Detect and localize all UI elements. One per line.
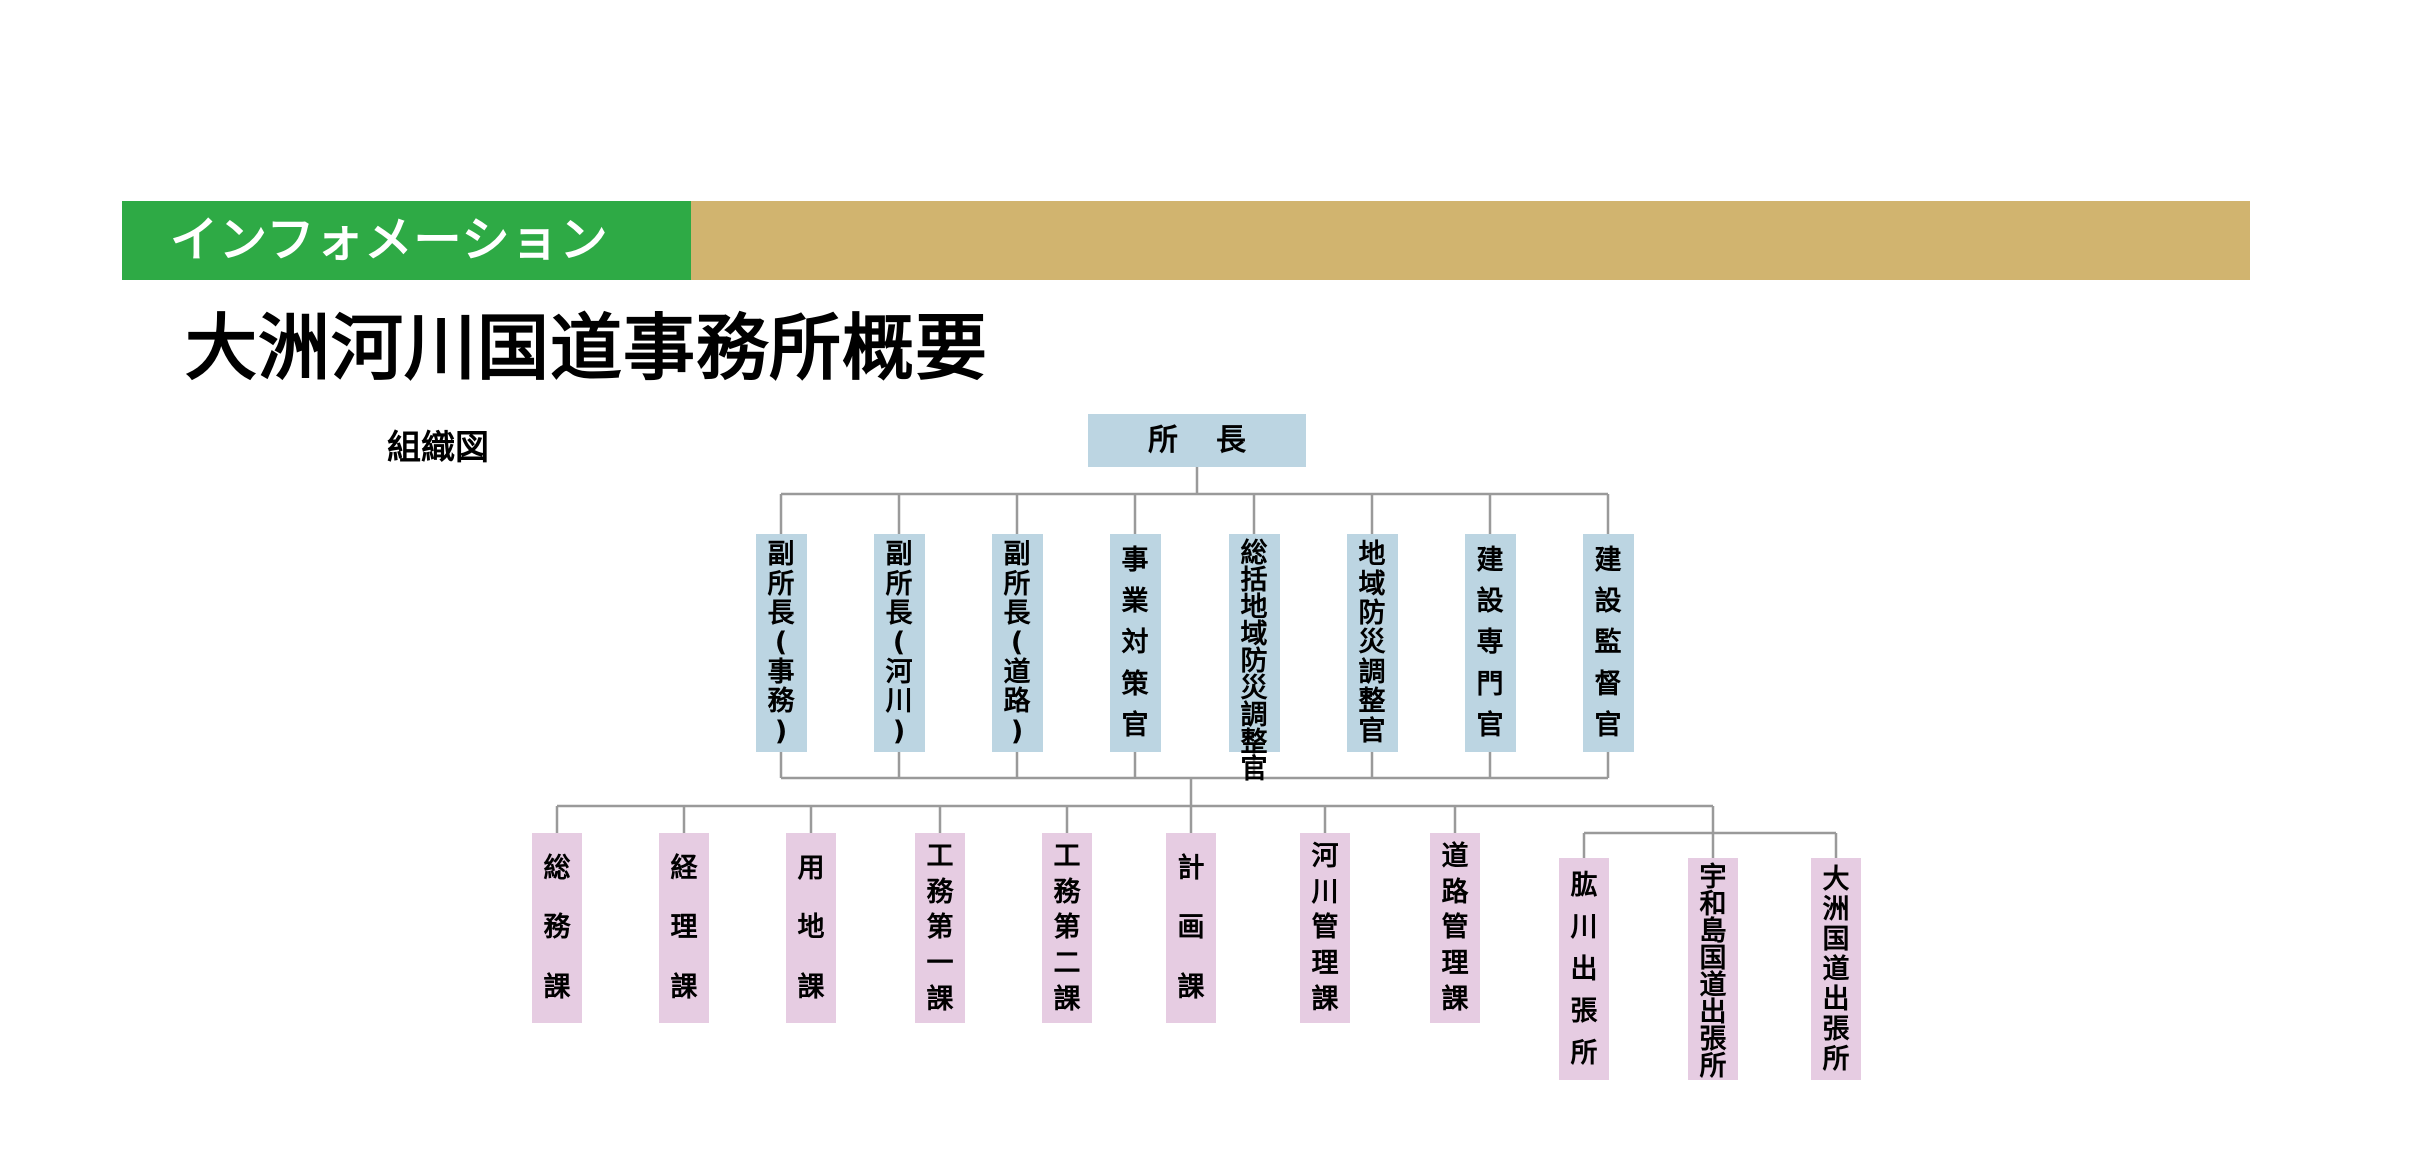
org-box-level1: 副所長(事務) <box>755 534 807 752</box>
information-tag: インフォメーション <box>122 201 691 280</box>
org-box-level1: 事業対策官 <box>1109 534 1161 752</box>
org-box-level2: 総務課 <box>532 833 582 1023</box>
org-box-root: 所長 <box>1088 414 1306 467</box>
org-box-level2: 河川管理課 <box>1300 833 1350 1023</box>
org-box-level2: 宇和島国道出張所 <box>1688 858 1738 1080</box>
org-box-level2: 道路管理課 <box>1430 833 1480 1023</box>
org-box-level2: 用地課 <box>786 833 836 1023</box>
org-box-level1: 副所長(河川) <box>873 534 925 752</box>
org-box-level2: 経理課 <box>659 833 709 1023</box>
org-box-level2: 大洲国道出張所 <box>1811 858 1861 1080</box>
org-box-level1: 副所長(道路) <box>991 534 1043 752</box>
header-banner: インフォメーション <box>122 201 2250 280</box>
org-box-level1: 地域防災調整官 <box>1346 534 1398 752</box>
org-box-level2: 工務第二課 <box>1042 833 1092 1023</box>
page-title: 大洲河川国道事務所概要 <box>185 306 989 390</box>
org-box-level2: 工務第一課 <box>915 833 965 1023</box>
org-box-level1: 建設専門官 <box>1464 534 1516 752</box>
org-box-level1: 建設監督官 <box>1582 534 1634 752</box>
org-box-level2: 計画課 <box>1166 833 1216 1023</box>
org-box-level1: 総括地域防災調整官 <box>1228 534 1280 783</box>
section-label: 組織図 <box>387 428 489 468</box>
org-box-level2: 肱川出張所 <box>1559 858 1609 1080</box>
